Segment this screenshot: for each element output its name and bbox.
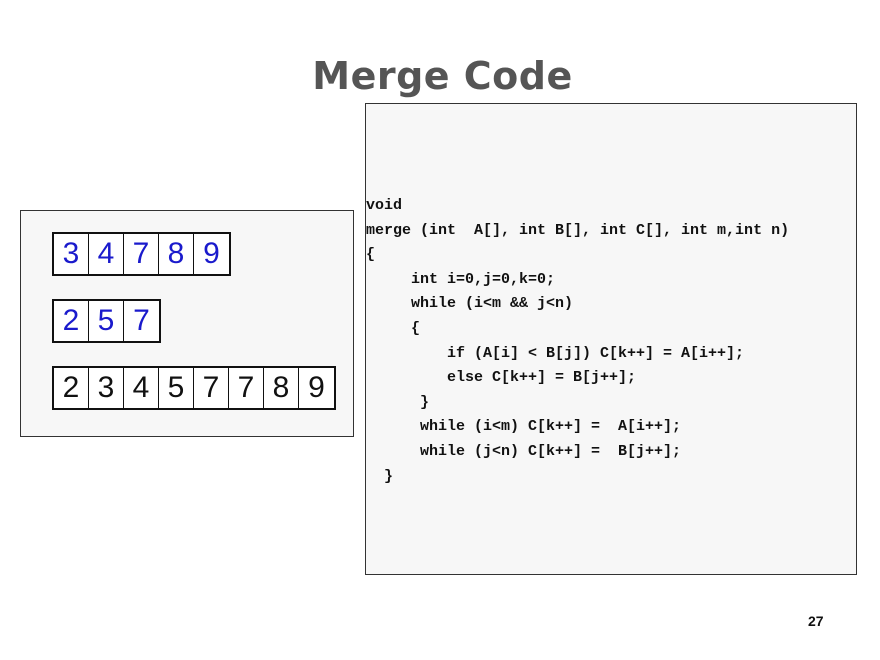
array-cell: 3 <box>54 234 89 274</box>
code-line: } <box>366 467 394 485</box>
code-line: while (j<n) C[k++] = B[j++]; <box>366 442 682 460</box>
code-block: void merge (int A[], int B[], int C[], in… <box>366 194 789 489</box>
array-cell: 7 <box>124 234 159 274</box>
array-cell: 4 <box>124 368 159 408</box>
code-panel: void merge (int A[], int B[], int C[], in… <box>365 103 857 575</box>
array-c-merged: 2 3 4 5 7 7 8 9 <box>52 366 336 410</box>
slide-title: Merge Code <box>312 54 573 98</box>
array-cell: 9 <box>203 237 220 270</box>
array-cell: 7 <box>133 304 150 337</box>
code-line: int i=0,j=0,k=0; <box>366 270 556 288</box>
code-line: merge (int A[], int B[], int C[], int m,… <box>366 221 790 239</box>
array-cell: 7 <box>229 368 264 408</box>
code-line: { <box>366 246 376 264</box>
array-cell: 8 <box>159 234 194 274</box>
array-cell: 2 <box>54 368 89 408</box>
code-line: void <box>366 197 403 214</box>
page-number: 27 <box>808 613 824 629</box>
array-cell: 7 <box>194 368 229 408</box>
array-cell: 5 <box>89 301 124 341</box>
array-cell: 8 <box>264 368 299 408</box>
array-b: 2 5 7 <box>52 299 161 343</box>
code-line: if (A[i] < B[j]) C[k++] = A[i++]; <box>366 344 745 362</box>
array-cell: 9 <box>308 371 325 404</box>
array-cell: 3 <box>89 368 124 408</box>
code-line: else C[k++] = B[j++]; <box>366 369 637 387</box>
code-line: } <box>366 393 430 411</box>
array-cell: 2 <box>54 301 89 341</box>
array-illustration-panel: 3 4 7 8 9 2 5 7 2 3 4 5 7 7 8 9 <box>20 210 354 437</box>
array-cell: 5 <box>159 368 194 408</box>
code-line: { <box>366 319 421 337</box>
array-a: 3 4 7 8 9 <box>52 232 231 276</box>
code-line: while (i<m && j<n) <box>366 295 574 313</box>
code-line: while (i<m) C[k++] = A[i++]; <box>366 418 682 436</box>
array-cell: 4 <box>89 234 124 274</box>
